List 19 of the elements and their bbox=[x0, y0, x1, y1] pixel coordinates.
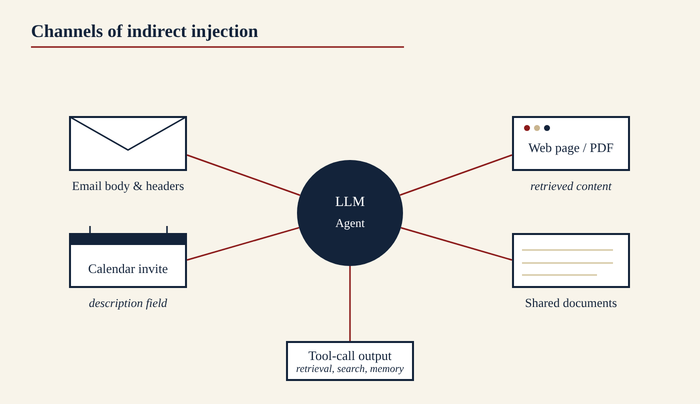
calendar-box bbox=[69, 233, 187, 288]
web-page-box bbox=[512, 116, 630, 171]
node-label: LLM bbox=[335, 195, 365, 211]
connector-line bbox=[400, 154, 512, 196]
tool-output-box bbox=[286, 341, 414, 381]
connector-line bbox=[349, 266, 351, 341]
node-caption: retrieved content bbox=[530, 179, 612, 194]
node-caption: description field bbox=[88, 296, 168, 311]
node-label: Shared documents bbox=[524, 296, 618, 311]
node-sublabel: retrieval, search, memory bbox=[296, 364, 404, 374]
node-sublabel: Agent bbox=[335, 216, 365, 231]
connector-line bbox=[186, 226, 300, 261]
connector-line bbox=[400, 227, 512, 261]
node-label: Web page / PDF bbox=[528, 140, 614, 156]
node-label: Email body & headers bbox=[70, 179, 186, 194]
node-label: Calendar invite bbox=[88, 261, 168, 277]
connector-line bbox=[186, 154, 300, 196]
node-label: Tool-call output bbox=[308, 348, 392, 364]
diagram-title: Channels of indirect injection bbox=[31, 21, 258, 42]
